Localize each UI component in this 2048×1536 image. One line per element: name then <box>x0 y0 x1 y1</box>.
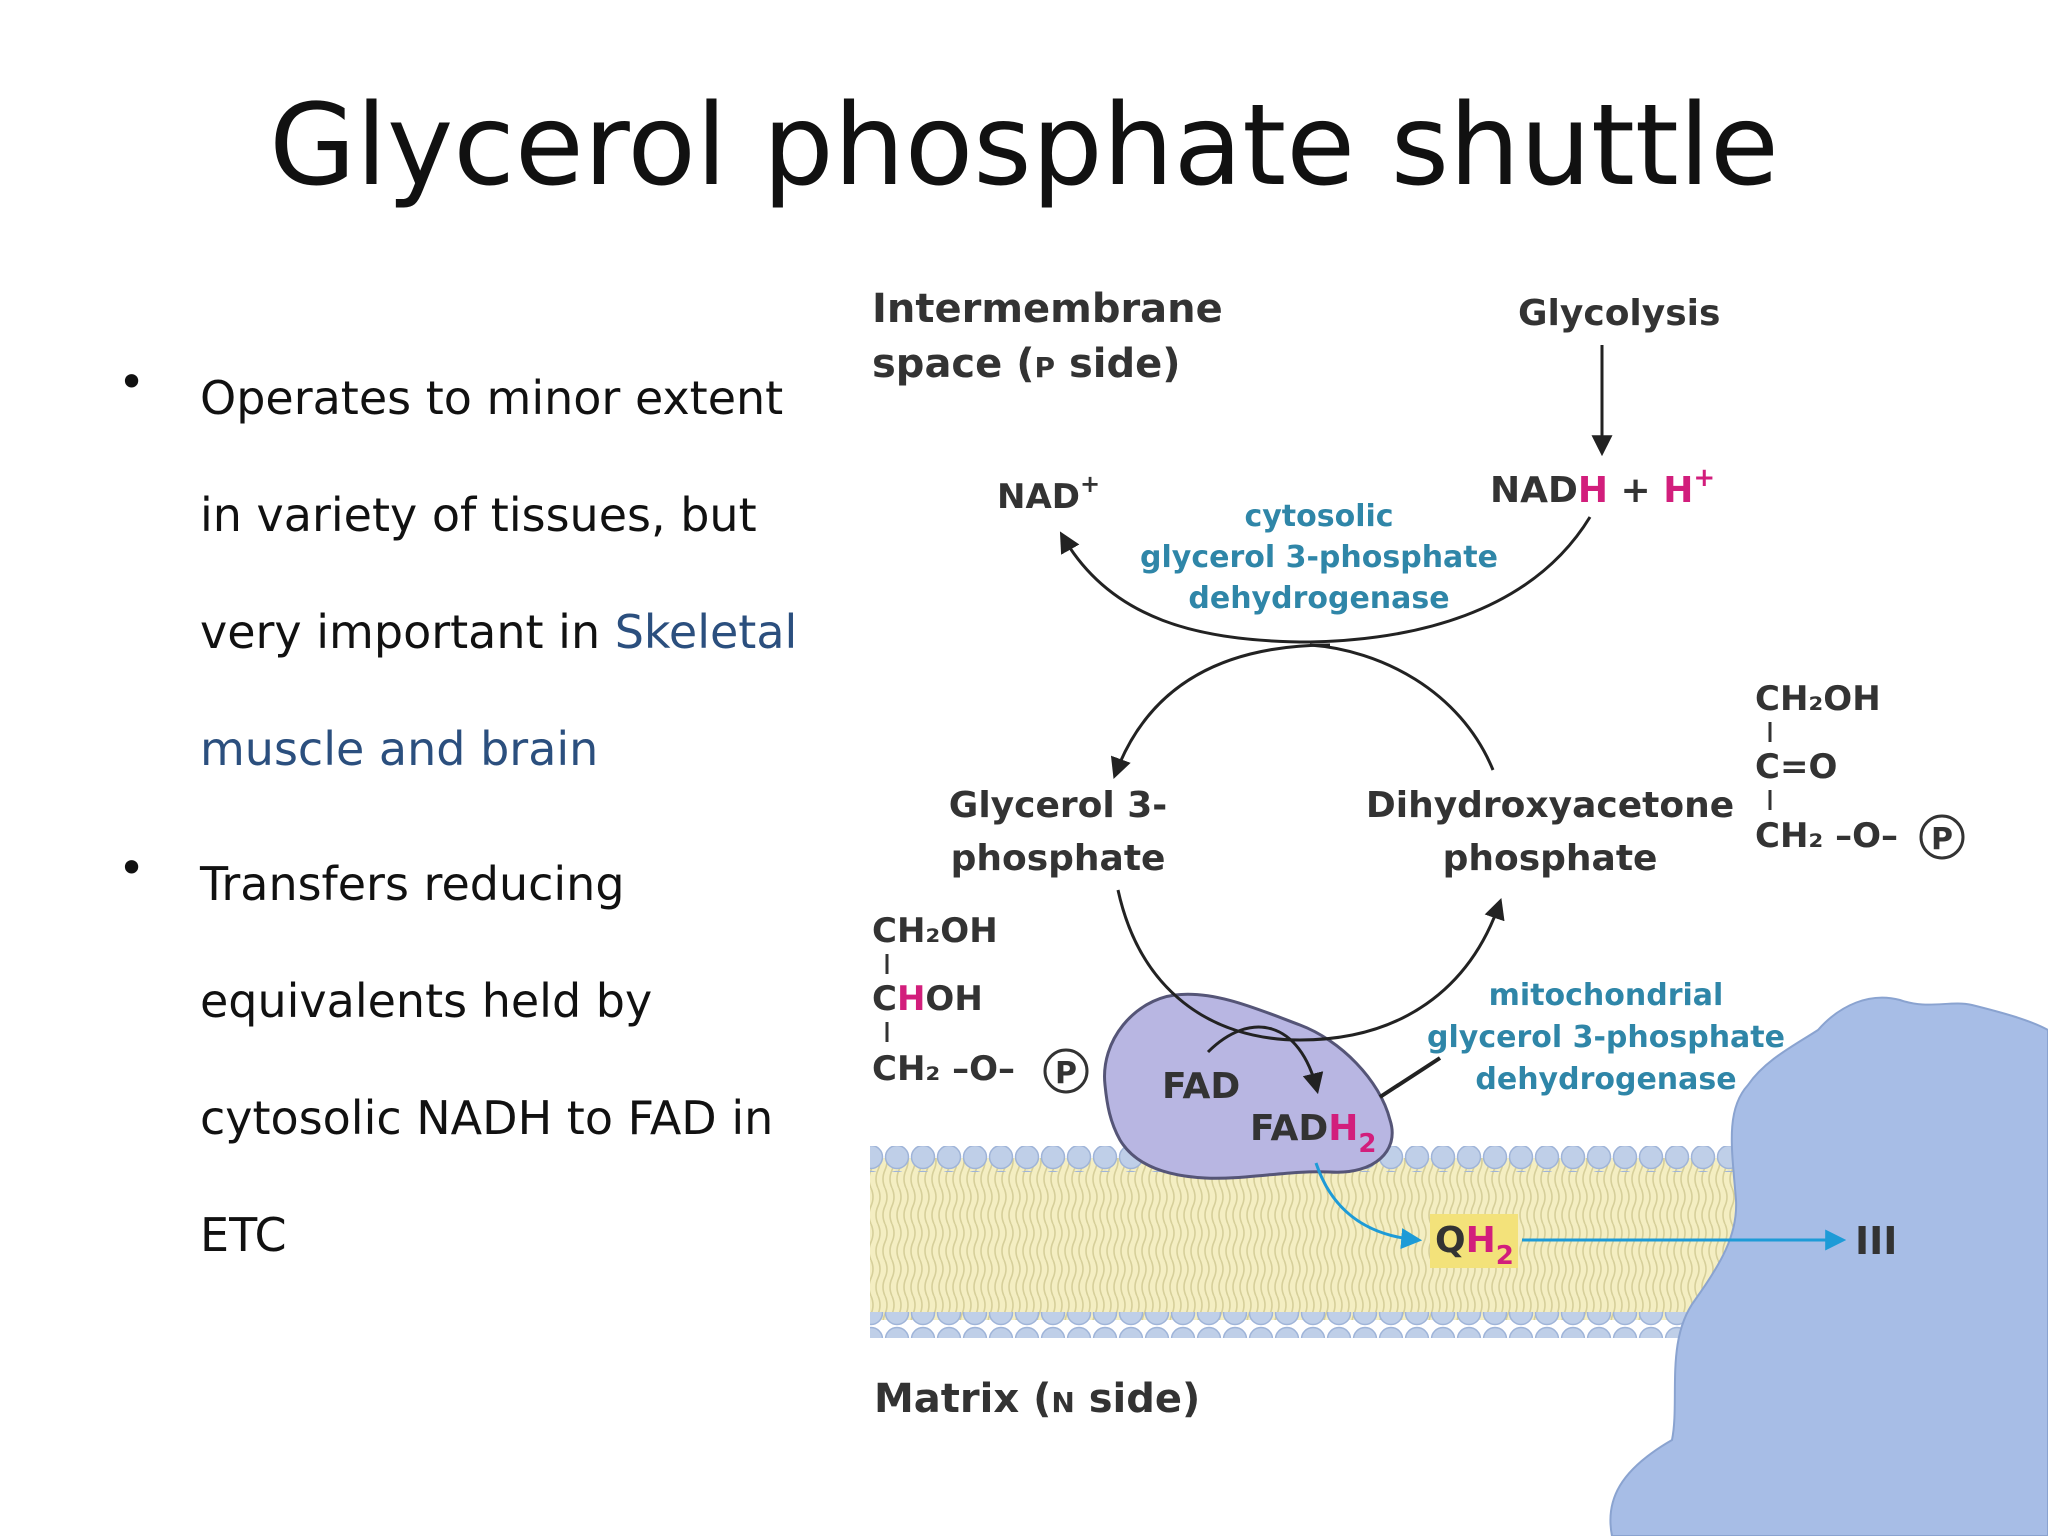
arrow-fadh2-qh2 <box>1314 1162 1423 1250</box>
svg-text:CH₂ –O–: CH₂ –O– <box>872 1049 1015 1089</box>
slide-title: Glycerol phosphate shuttle <box>269 81 1779 211</box>
cytosolic-enzyme-label: cytosolic <box>1244 499 1393 534</box>
bullet-marker: • <box>118 355 146 409</box>
mito-enzyme-label: glycerol 3-phosphate <box>1427 1020 1785 1055</box>
bullet-item-1: • Operates to minor extent in variety of… <box>118 355 818 823</box>
intermembrane-label-2: space (P side) <box>872 341 1181 387</box>
matrix-label: Matrix (N side) <box>874 1376 1200 1422</box>
bullet-line: in variety of tissues, but <box>200 472 818 589</box>
bullet-marker: • <box>118 841 146 895</box>
highlight-text: Skeletal <box>614 605 798 659</box>
bullet-text: equivalents held by <box>200 974 653 1028</box>
complex-iii-label: III <box>1855 1219 1897 1263</box>
bullet-item-2: • Transfers reducing equivalents held by… <box>118 841 818 1309</box>
dhap-structure: CH₂OH C=O CH₂ –O– P <box>1755 679 1965 860</box>
mito-enzyme-pointer <box>1378 1056 1442 1099</box>
bullet-line: equivalents held by <box>200 958 818 1075</box>
svg-text:CH₂ –O–: CH₂ –O– <box>1755 816 1898 856</box>
g3p-label: phosphate <box>951 838 1166 879</box>
qh2-box <box>1430 1214 1518 1268</box>
fadh2-label: FADH2 <box>1250 1108 1376 1159</box>
arrow-mito-arc <box>1116 889 1505 1042</box>
fad-label: FAD <box>1162 1066 1240 1107</box>
mito-enzyme-shape <box>1103 992 1394 1180</box>
bullet-line: Operates to minor extent <box>200 355 818 472</box>
highlight-text: muscle and brain <box>200 722 599 776</box>
dhap-label: phosphate <box>1443 838 1658 879</box>
bullet-line: ETC <box>200 1192 818 1309</box>
cytosolic-enzyme-label: dehydrogenase <box>1188 581 1449 616</box>
bullet-line: muscle and brain <box>200 706 818 823</box>
bullet-text: in variety of tissues, but <box>200 488 757 542</box>
bullet-line: cytosolic NADH to FAD in <box>200 1075 818 1192</box>
dhap-label: Dihydroxyacetone <box>1366 785 1734 826</box>
g3p-label: Glycerol 3- <box>949 785 1167 826</box>
nadh-label: NADH + H+ <box>1490 463 1715 511</box>
bullet-list: • Operates to minor extent in variety of… <box>118 355 818 1309</box>
qh2-label: QH2 <box>1435 1220 1514 1271</box>
svg-text:CHOH: CHOH <box>872 979 983 1019</box>
bullet-text: ETC <box>200 1208 287 1262</box>
nad-plus-label: NAD+ <box>997 470 1100 517</box>
svg-text:CH₂OH: CH₂OH <box>1755 679 1881 719</box>
bullet-line: Transfers reducing <box>200 841 818 958</box>
complex-iii-shape <box>1609 996 2048 1536</box>
bullet-text: cytosolic NADH to FAD in <box>200 1091 774 1145</box>
intermembrane-label: Intermembrane <box>872 286 1223 332</box>
arrow-cytosolic-arc <box>1059 516 1592 644</box>
glycolysis-label: Glycolysis <box>1518 293 1720 334</box>
mito-enzyme-label: dehydrogenase <box>1475 1062 1736 1097</box>
svg-text:P: P <box>1055 1056 1077 1091</box>
bullet-text: Transfers reducing <box>200 857 625 911</box>
arrow-fad-fadh2 <box>1206 1025 1324 1095</box>
cytosolic-enzyme-label: glycerol 3-phosphate <box>1140 540 1498 575</box>
mito-enzyme-label: mitochondrial <box>1489 978 1724 1013</box>
bullet-text: Operates to minor extent <box>200 371 784 425</box>
svg-text:C=O: C=O <box>1755 747 1837 787</box>
arrow-from-dhap <box>1309 643 1495 771</box>
svg-text:CH₂OH: CH₂OH <box>872 911 998 951</box>
arrow-to-g3p <box>1110 643 1331 779</box>
svg-text:P: P <box>1931 822 1953 857</box>
g3p-structure: CH₂OH CHOH CH₂ –O– P <box>872 911 1089 1094</box>
bullet-text: very important in <box>200 605 615 659</box>
bullet-line: very important in Skeletal <box>200 589 818 706</box>
